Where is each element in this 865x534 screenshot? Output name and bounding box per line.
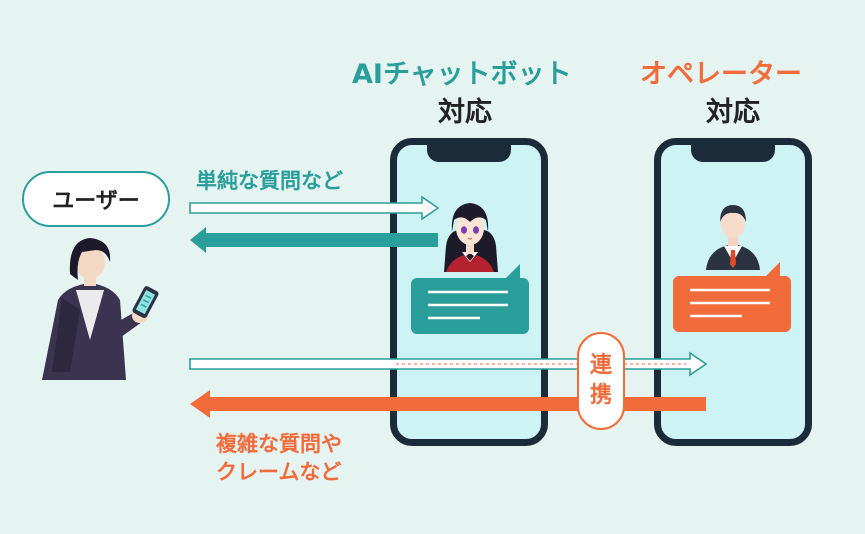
simple-inquiry-arrow (189, 195, 440, 221)
chatbot-speech-bubble (411, 264, 529, 334)
user-label-pill: ユーザー (22, 171, 170, 227)
chatbot-response-arrow (190, 227, 438, 253)
chatbot-heading-line1: AIチャットボット (352, 59, 572, 90)
simple-inquiry-label: 単純な質問など (196, 169, 343, 193)
complex-inquiry-label-line1: 複雑な質問や (216, 432, 342, 456)
handoff-label-char2: 携 (589, 383, 612, 408)
operator-speech-bubble (673, 262, 791, 332)
operator-heading-line2: 対応 (706, 97, 760, 128)
operator-phone-notch (691, 144, 775, 162)
complex-inquiry-label-line2: クレームなど (216, 460, 342, 484)
chatbot-heading-line2: 対応 (438, 97, 492, 128)
operator-response-arrow (190, 390, 706, 418)
user-figure-icon (42, 238, 159, 380)
chatbot-phone-notch (427, 144, 511, 162)
operator-avatar-icon (706, 205, 760, 270)
handoff-label-char1: 連 (589, 353, 612, 379)
handoff-label-pill: 連 携 (577, 332, 625, 430)
chatbot-avatar-icon (444, 203, 498, 272)
handoff-arrow (189, 351, 708, 377)
operator-heading-line1: オペレーター (640, 59, 802, 90)
user-label: ユーザー (52, 189, 140, 214)
